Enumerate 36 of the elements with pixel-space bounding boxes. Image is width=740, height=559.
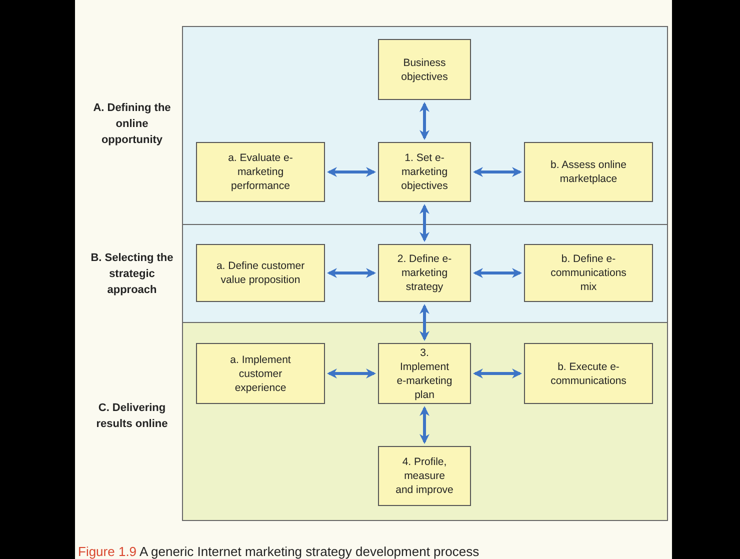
box-text: 2. Define e-marketing strategy	[396, 252, 453, 294]
double-arrow	[327, 167, 376, 177]
box-text: 3. Implement e-marketing plan	[396, 346, 454, 402]
process-box	[378, 142, 471, 202]
double-arrow	[473, 368, 522, 378]
box-text: b. Execute e-communications	[550, 360, 628, 388]
process-box	[524, 142, 653, 202]
double-arrow	[420, 102, 430, 140]
double-arrow	[327, 268, 376, 278]
stage-label: C. Delivering results online	[95, 401, 169, 432]
figure-caption: Figure 1.9 A generic Internet marketing strategy development process	[78, 543, 480, 559]
process-box	[524, 244, 653, 302]
box-text: b. Define e-communications mix	[550, 252, 628, 294]
process-box	[378, 446, 471, 506]
stage-label: B. Selecting the strategic approach	[90, 251, 174, 298]
box-text: 1. Set e-marketing objectives	[400, 151, 449, 193]
process-box	[378, 244, 471, 302]
double-arrow	[327, 368, 376, 378]
box-text: Business objectives	[400, 56, 449, 84]
box-text: a. Implement customer experience	[229, 352, 292, 394]
double-arrow	[420, 304, 430, 341]
process-box	[196, 244, 325, 302]
process-box	[196, 142, 325, 202]
double-arrow	[420, 406, 430, 444]
box-text: a. Evaluate e-marketing performance	[227, 151, 294, 193]
box-text: b. Assess online marketplace	[550, 158, 628, 186]
stage-label: A. Defining the online opportunity	[92, 101, 172, 148]
double-arrow	[473, 268, 522, 278]
process-box	[196, 343, 325, 404]
process-box	[378, 343, 471, 404]
double-arrow	[420, 204, 430, 242]
process-box	[524, 343, 653, 404]
box-text: 4. Profile, measure and improve	[395, 455, 454, 497]
double-arrow	[473, 167, 522, 177]
box-text: a. Define customer value proposition	[215, 259, 306, 287]
process-box	[378, 39, 471, 100]
